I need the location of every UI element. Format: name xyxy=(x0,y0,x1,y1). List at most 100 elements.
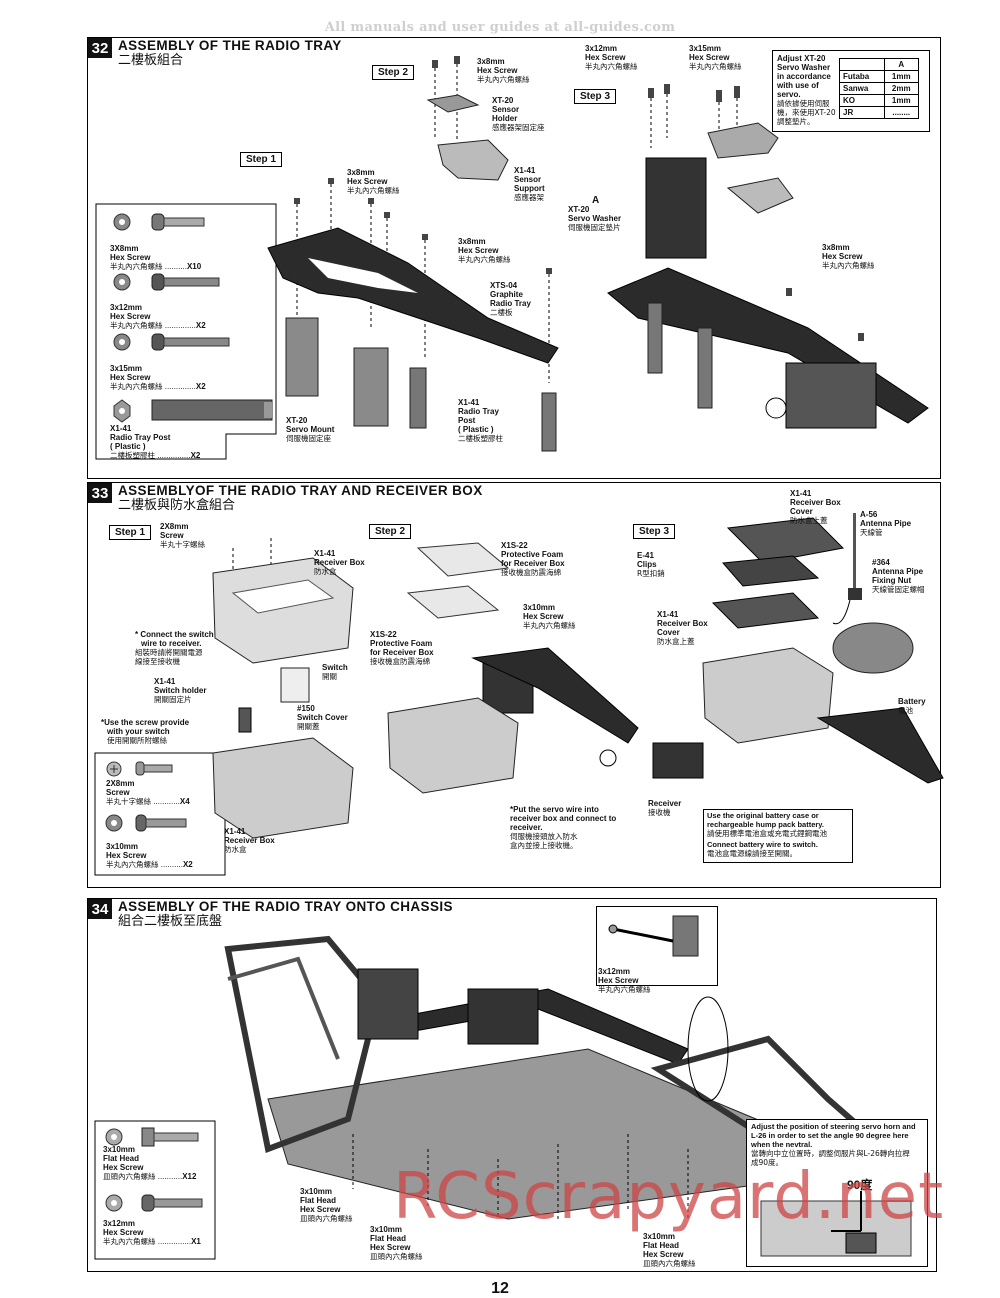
step1-receiver-box-drawing xyxy=(212,538,354,839)
sensor-holder xyxy=(426,94,480,113)
servo xyxy=(785,362,877,429)
nut-icon xyxy=(113,399,131,423)
battery-note-box xyxy=(703,809,853,863)
page-number: 12 xyxy=(491,1280,509,1297)
step-1-label: Step 1 xyxy=(240,152,283,167)
tray-post xyxy=(409,367,427,429)
section-title-cn: 二樓板與防水盒組合 xyxy=(118,498,236,513)
radio-tray xyxy=(471,647,639,744)
rcscrapyard-watermark: RCScrapyard.net xyxy=(393,1160,945,1234)
parts-icons xyxy=(105,761,187,832)
protective-foam xyxy=(416,542,510,577)
section-34: 34 ASSEMBLY OF THE RADIO TRAY ONTO CHASS… xyxy=(87,898,937,1272)
servo-horn-inset-drawing xyxy=(608,915,699,957)
flat-head-screw-icon xyxy=(141,1127,199,1147)
parts-list-frame xyxy=(94,1120,216,1260)
step-3-label: Step 3 xyxy=(574,89,617,104)
receiver-box xyxy=(387,697,519,794)
screw-icon xyxy=(294,178,552,274)
angle-label: 90度 xyxy=(847,1178,873,1192)
servo-washer xyxy=(707,122,779,159)
sensor-support xyxy=(437,139,509,181)
antenna-pipe xyxy=(853,513,856,593)
step2-sensor-drawing xyxy=(426,56,509,181)
section-title: ASSEMBLYOF THE RADIO TRAY AND RECEIVER B… xyxy=(118,483,483,498)
steering-adjust-note: Adjust the position of steering servo ho… xyxy=(751,1122,916,1167)
section-title-cn: 二樓板組合 xyxy=(118,53,184,68)
step-number: 33 xyxy=(88,483,112,503)
receiver-box xyxy=(212,557,354,664)
hex-screw-icon xyxy=(141,1194,203,1212)
hex-screw-icon xyxy=(135,814,187,832)
step-3-label: Step 3 xyxy=(633,524,676,539)
washer-icon xyxy=(105,1194,123,1212)
receiver-box xyxy=(702,647,834,744)
step3-battery-drawing xyxy=(652,513,944,784)
section-32: 32 ASSEMBLY OF THE RADIO TRAY 二樓板組合 Step… xyxy=(87,37,941,479)
step-1-label: Step 1 xyxy=(109,525,152,540)
protective-foam xyxy=(406,585,500,619)
parts-icons xyxy=(105,1127,203,1212)
step-number: 32 xyxy=(88,38,112,58)
servo xyxy=(357,968,419,1040)
parts-icons xyxy=(113,213,273,423)
section-title: ASSEMBLY OF THE RADIO TRAY xyxy=(118,38,342,53)
washer-icon xyxy=(113,333,131,351)
switch-holder xyxy=(238,707,252,733)
section-33: 33 ASSEMBLYOF THE RADIO TRAY AND RECEIVE… xyxy=(87,482,944,888)
section-title: ASSEMBLY OF THE RADIO TRAY ONTO CHASSIS xyxy=(118,899,453,914)
section-title-cn: 組合二樓板至底盤 xyxy=(118,914,223,929)
phillips-screw-icon xyxy=(106,761,173,777)
graphite-tray xyxy=(267,227,559,364)
post-icon xyxy=(151,399,273,421)
receiver-box-cover xyxy=(726,517,845,564)
section-32-header: 32 ASSEMBLY OF THE RADIO TRAY 二樓板組合 xyxy=(88,38,342,68)
step-2-label: Step 2 xyxy=(369,524,412,539)
battery xyxy=(832,622,914,674)
step1-radio-tray-drawing xyxy=(267,178,559,452)
receiver xyxy=(652,742,704,779)
washer-icon xyxy=(113,213,131,231)
screw-3x12-icon xyxy=(151,273,220,291)
washer-icon xyxy=(105,1128,123,1146)
tray-post xyxy=(541,392,557,452)
top-watermark: All manuals and user guides at all-guide… xyxy=(324,20,676,35)
step3-servo-drawing xyxy=(607,84,929,429)
parts-list-frame xyxy=(94,752,226,876)
